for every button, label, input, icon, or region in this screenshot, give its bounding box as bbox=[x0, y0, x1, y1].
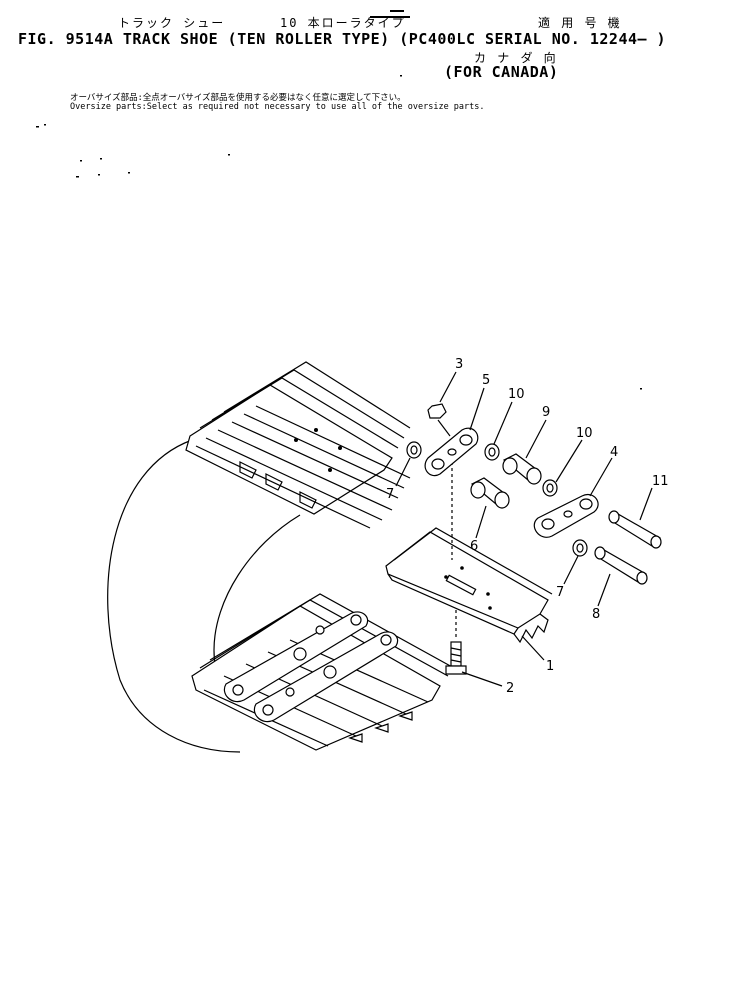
callout-3: 3 bbox=[455, 357, 463, 372]
callout-leaders bbox=[395, 371, 653, 687]
callout-10-lower: 10 bbox=[576, 426, 593, 441]
oversize-note-en: Oversize parts:Select as required not ne… bbox=[70, 102, 485, 112]
figure-title: FIG. 9514A TRACK SHOE (TEN ROLLER TYPE) … bbox=[18, 30, 667, 48]
jp-ten-roller-caption: 10 本ローラタイプ bbox=[280, 16, 406, 30]
upper-track-shoes bbox=[185, 361, 411, 529]
callout-9: 9 bbox=[542, 405, 550, 420]
callout-7-upper: 7 bbox=[386, 487, 394, 502]
lower-track-shoes bbox=[191, 593, 455, 751]
callout-2: 2 bbox=[506, 681, 514, 696]
nut-part bbox=[427, 403, 453, 560]
link-part-5 bbox=[424, 427, 479, 477]
bushing-parts bbox=[470, 453, 542, 509]
jp-applicable-model-caption: 適 用 号 機 bbox=[538, 16, 622, 30]
pin-parts bbox=[594, 510, 662, 585]
seal-parts bbox=[406, 441, 588, 557]
link-part-4 bbox=[533, 494, 599, 538]
callout-6: 6 bbox=[470, 539, 478, 554]
for-canada-label: (FOR CANADA) bbox=[444, 63, 559, 81]
callout-7-lower: 7 bbox=[556, 585, 564, 600]
jp-track-shoe-caption: トラック シュー bbox=[118, 16, 226, 30]
callout-labels: 3 5 10 9 10 4 11 7 6 7 8 1 2 bbox=[386, 357, 669, 696]
callout-11: 11 bbox=[652, 474, 669, 489]
jp-canada-caption: カ ナ ダ 向 bbox=[474, 51, 558, 65]
bolt-part bbox=[445, 610, 467, 675]
oversize-note-jp: オーバサイズ部品:全点オーバサイズ部品を使用する必要はなく任意に選定して下さい。 bbox=[70, 93, 406, 103]
callout-8: 8 bbox=[592, 607, 600, 622]
scan-specks bbox=[36, 10, 642, 390]
callout-10-upper: 10 bbox=[508, 387, 525, 402]
track-shoe-part bbox=[385, 527, 553, 644]
callout-4: 4 bbox=[610, 445, 618, 460]
callout-5: 5 bbox=[482, 373, 490, 388]
callout-1: 1 bbox=[546, 659, 554, 674]
